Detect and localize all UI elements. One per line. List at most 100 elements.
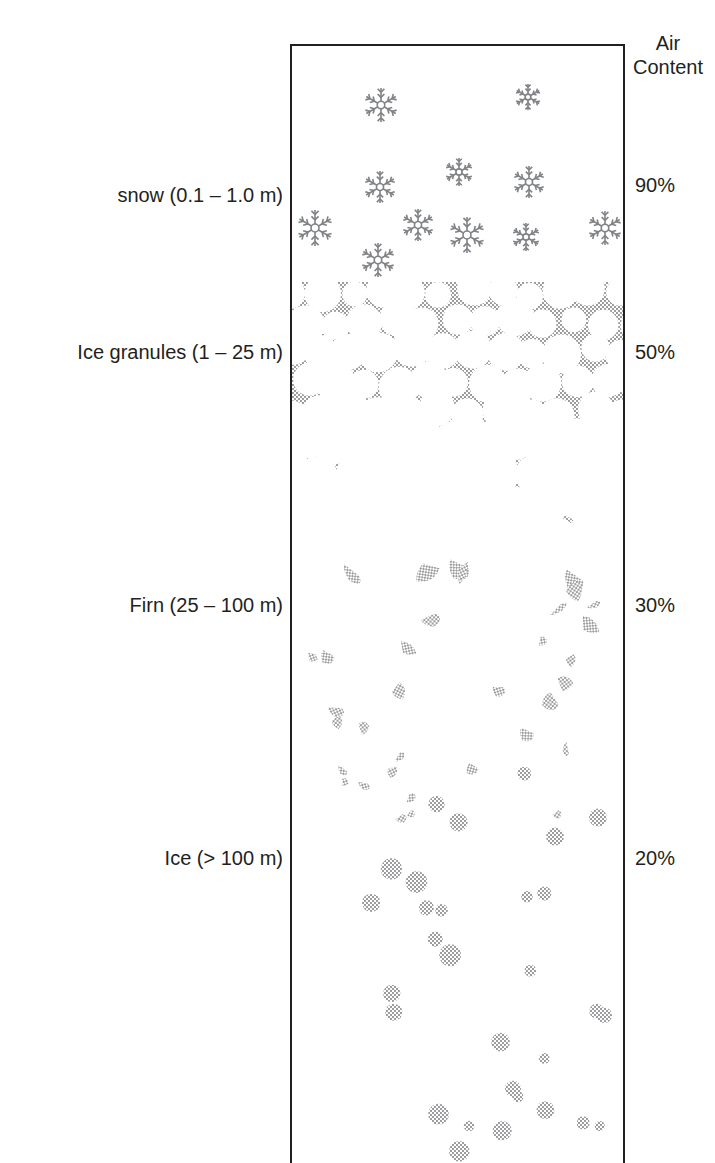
air-content-value: 50% <box>635 340 675 364</box>
firn-pocket <box>356 779 371 792</box>
flake-branch <box>456 183 459 186</box>
flake-branch <box>468 176 472 177</box>
snowflake <box>516 84 540 110</box>
air-bubble <box>537 887 551 901</box>
flake-branch <box>536 91 540 94</box>
air-bubble <box>428 796 444 812</box>
flake-branch <box>378 113 381 116</box>
flake-branch <box>378 249 381 252</box>
flake-branch <box>529 172 532 175</box>
flake-branch <box>424 229 425 233</box>
flake-branch <box>389 254 394 255</box>
air-bubble <box>449 813 467 831</box>
layer-label: snow (0.1 – 1.0 m) <box>117 183 283 207</box>
firn-pocket <box>404 791 418 805</box>
granule <box>454 331 492 369</box>
flake-branch <box>311 242 315 246</box>
firn-pocket <box>565 653 576 668</box>
flake-branch <box>528 85 531 88</box>
air-bubble <box>539 1053 550 1064</box>
flake-branch <box>602 236 605 239</box>
flake-branch <box>362 265 367 266</box>
firn-pocket <box>395 813 408 824</box>
flake-branch <box>392 99 397 100</box>
firn-pocket <box>552 810 563 820</box>
flake-branch <box>479 228 484 229</box>
flake-core <box>601 224 608 231</box>
firn-pocket <box>564 578 584 603</box>
flake-branch <box>520 230 521 234</box>
flake-branch <box>464 175 465 179</box>
flake-branch <box>525 103 528 106</box>
flake-branch <box>455 238 460 239</box>
firn-pocket <box>420 613 440 628</box>
air-bubble <box>406 871 428 893</box>
flake-branch <box>467 223 471 227</box>
flake-branch <box>514 187 518 188</box>
flake-branch <box>450 240 455 241</box>
granule <box>528 310 556 338</box>
flake-branch <box>602 241 605 244</box>
air-bubble <box>512 1091 523 1102</box>
firn-pocket <box>410 557 442 587</box>
flake-branch <box>375 268 378 271</box>
firn-pocket <box>396 639 419 659</box>
flake-branch <box>381 94 384 97</box>
granule <box>443 304 473 334</box>
flake-branch <box>365 192 369 193</box>
firn-pocket <box>556 676 574 693</box>
flake-branch <box>370 101 375 102</box>
flake-branch <box>375 273 378 276</box>
flake-branch <box>377 172 380 175</box>
flake-branch <box>602 212 605 215</box>
snowflake <box>365 171 394 203</box>
flake-branch <box>307 219 308 224</box>
flake-branch <box>605 236 608 239</box>
flake-branch <box>380 194 383 197</box>
flake-branch <box>594 231 599 232</box>
flake-branch <box>388 97 389 102</box>
flake-branch <box>602 217 605 220</box>
flake-branch <box>386 183 390 184</box>
flake-core <box>311 224 319 232</box>
firn-pocket <box>563 742 569 757</box>
air-bubble <box>419 900 434 915</box>
granule <box>606 278 624 305</box>
flake-branch <box>536 102 539 106</box>
flake-branch <box>390 193 391 197</box>
air-content-value: 20% <box>635 846 675 870</box>
flake-branch <box>370 108 375 109</box>
flake-branch <box>539 176 543 177</box>
flake-branch <box>468 177 469 181</box>
firn-pocket <box>490 683 507 700</box>
firn-pocket <box>443 555 473 585</box>
flake-branch <box>450 169 454 170</box>
flake-branch <box>327 221 332 222</box>
flake-branch <box>378 94 381 97</box>
snowflake <box>446 158 472 186</box>
granule <box>457 271 492 306</box>
flake-branch <box>303 231 308 232</box>
flake-branch <box>370 264 371 269</box>
flake-branch <box>386 191 387 195</box>
air-content-value: 30% <box>635 593 675 617</box>
air-bubble <box>537 1101 555 1119</box>
flake-branch <box>593 217 594 222</box>
flake-branch <box>450 174 454 175</box>
flake-branch <box>612 232 613 237</box>
flake-branch <box>381 89 384 92</box>
flake-branch <box>528 89 531 92</box>
air-bubble <box>517 767 531 781</box>
flake-branch <box>418 210 421 213</box>
flake-branch <box>367 256 372 257</box>
flake-branch <box>385 264 386 269</box>
flake-branch <box>605 212 608 215</box>
flake-branch <box>378 118 381 121</box>
air-content-value: 90% <box>635 173 675 197</box>
ice-ground <box>291 582 624 1163</box>
flake-branch <box>403 230 407 231</box>
flake-branch <box>612 224 617 225</box>
flake-branch <box>366 249 367 254</box>
flake-branch <box>322 232 323 237</box>
snowflake <box>362 243 393 277</box>
